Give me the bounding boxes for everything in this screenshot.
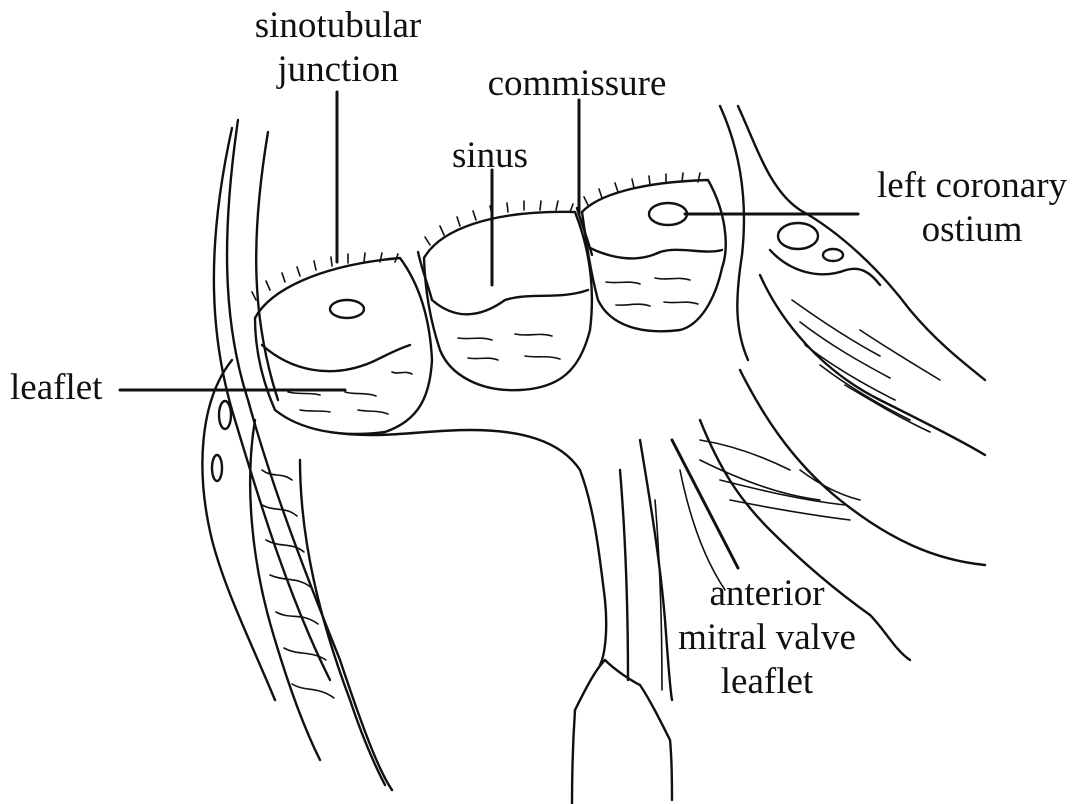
left-coronary-label-line2: ostium	[860, 208, 1084, 252]
commissure-label: commissure	[472, 62, 682, 106]
sinus-right	[582, 173, 726, 331]
sinotubular-label-line2: junction	[238, 48, 438, 92]
anterior-label-line1: anterior	[652, 572, 882, 616]
right-aortic-wall	[720, 106, 985, 455]
sinus-left	[252, 253, 432, 434]
anterior-label-line3: leaflet	[652, 660, 882, 704]
left-coronary-ostium-label: left coronary ostium	[860, 164, 1084, 252]
sinotubular-junction-label: sinotubular junction	[238, 4, 438, 92]
leaflet-label: leaflet	[10, 366, 120, 410]
anterior-label-line2: mitral valve	[652, 616, 882, 660]
sinus-middle	[424, 201, 592, 390]
anterior-mitral-valve-leaflet-label: anterior mitral valve leaflet	[652, 572, 882, 704]
left-aortic-wall	[214, 120, 392, 790]
left-tissue-strip	[202, 360, 385, 785]
commissure-posts	[418, 208, 592, 300]
anterior-mitral-leader	[672, 440, 738, 568]
sinus-label: sinus	[440, 134, 540, 178]
sinotubular-label-line1: sinotubular	[238, 4, 438, 48]
left-coronary-label-line1: left coronary	[860, 164, 1084, 208]
